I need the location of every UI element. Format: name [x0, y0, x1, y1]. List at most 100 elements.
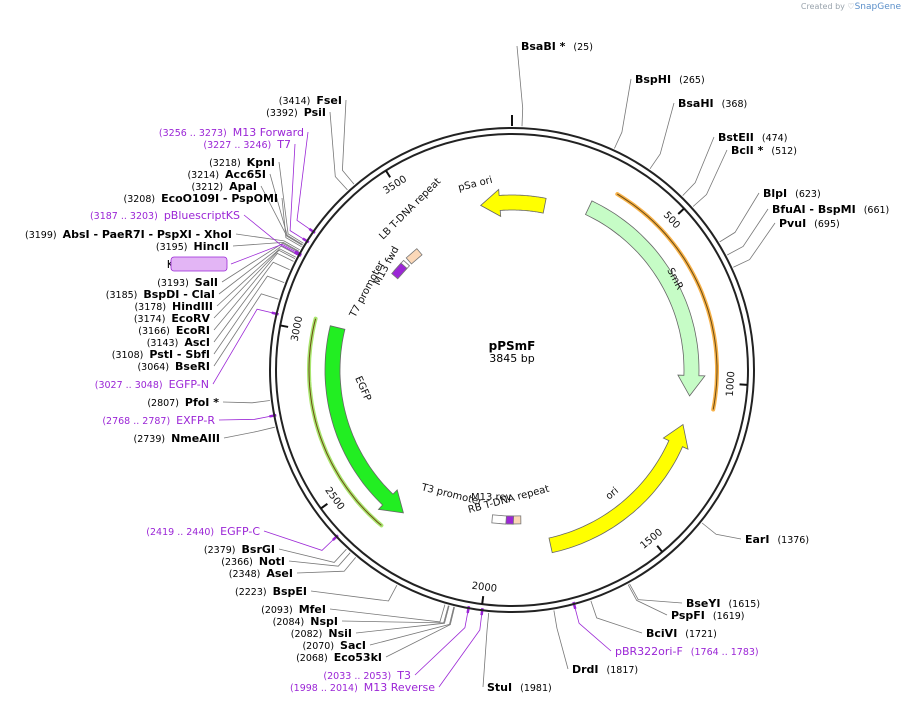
primer-site-t7[interactable]: (3227 .. 3246)T7 — [203, 138, 291, 151]
enzyme-site-ecoo109i[interactable]: (3208)EcoO109I - PspOMI — [124, 192, 279, 205]
site-name: pBluescriptKS — [164, 209, 240, 222]
enzyme-site-bspdi[interactable]: (3185)BspDI - ClaI — [106, 288, 215, 301]
leader-line-egfp-n — [212, 308, 275, 385]
leader-line-bcivi — [590, 600, 643, 634]
enzyme-site-apai[interactable]: (3212)ApaI — [192, 180, 258, 193]
enzyme-site-mfei[interactable]: (2093)MfeI — [261, 603, 326, 616]
enzyme-site-bsahi[interactable]: BsaHI(368) — [678, 97, 747, 110]
enzyme-site-acc65i[interactable]: (3214)Acc65I — [187, 168, 266, 181]
enzyme-site-bseri[interactable]: (3064)BseRI — [137, 360, 210, 373]
site-name: SacI — [340, 639, 366, 652]
enzyme-site-bfuai[interactable]: BfuAI - BspMI(661) — [772, 203, 889, 216]
primer-site-m13-reverse[interactable]: (1998 .. 2014)M13 Reverse — [290, 681, 435, 694]
enzyme-site-blpi[interactable]: BlpI(623) — [763, 187, 821, 200]
site-name: BlpI — [763, 187, 787, 200]
site-position: (3195) — [156, 242, 188, 253]
feature-box-m13-fwd[interactable] — [391, 262, 408, 280]
enzyme-site-psti[interactable]: (3108)PstI - SbfI — [112, 348, 210, 361]
enzyme-site-bspei[interactable]: (2223)BspEI — [235, 585, 307, 598]
leader-line-acc65i — [269, 173, 303, 245]
enzyme-site-bcivi[interactable]: BciVI(1721) — [646, 627, 717, 640]
enzyme-site-absi[interactable]: (3199)AbsI - PaeR7I - PspXI - XhoI — [25, 228, 232, 241]
site-position: (2419 .. 2440) — [146, 527, 214, 538]
enzyme-site-bseyi[interactable]: BseYI(1615) — [686, 597, 760, 610]
enzyme-label-ecori: (3166)EcoRI — [138, 324, 210, 337]
enzyme-site-bsphi[interactable]: BspHI(265) — [635, 73, 705, 86]
feature-arrow-smr[interactable] — [584, 200, 706, 397]
leader-line-stui — [482, 612, 490, 688]
enzyme-site-nspi[interactable]: (2084)NspI — [273, 615, 338, 628]
feature-box-t3-promoter[interactable] — [491, 514, 507, 525]
enzyme-label-bsteii: BstEII(474) — [718, 131, 787, 144]
enzyme-site-nsii[interactable]: (2082)NsiI — [291, 627, 352, 640]
enzyme-site-hincii[interactable]: (3195)HincII — [156, 240, 229, 253]
enzyme-label-bsahi: BsaHI(368) — [678, 97, 747, 110]
enzyme-site-psii[interactable]: (3392)PsiI — [266, 106, 326, 119]
site-name: M13 Reverse — [364, 681, 435, 694]
enzyme-site-ecori[interactable]: (3166)EcoRI — [138, 324, 210, 337]
site-position: (3108) — [112, 350, 144, 361]
enzyme-site-bsteii[interactable]: BstEII(474) — [718, 131, 787, 144]
backbone-outer-strand — [269, 127, 755, 613]
enzyme-label-saci: (2070) SacI — [302, 639, 366, 652]
site-name: EGFP-C — [220, 525, 260, 538]
site-name: MfeI — [299, 603, 326, 616]
enzyme-site-asei[interactable]: (2348)AseI — [229, 567, 293, 580]
site-position: (1764 .. 1783) — [691, 647, 759, 658]
primer-site-t3[interactable]: (2033 .. 2053)T3 — [323, 669, 411, 682]
site-name: BsrGI — [242, 543, 275, 556]
enzyme-label-bseyi: BseYI(1615) — [686, 597, 760, 610]
primer-site-egfp-c[interactable]: (2419 .. 2440) EGFP-C — [146, 525, 260, 538]
feature-label-t3-promoter: T3 promoter — [419, 482, 484, 508]
feature-box-lb-t-dna-repeat[interactable] — [405, 248, 423, 265]
enzyme-site-sali[interactable]: (3193)SalI — [157, 276, 218, 289]
enzyme-site-eari[interactable]: EarI(1376) — [745, 533, 809, 546]
backbone-ring — [269, 127, 755, 613]
enzyme-site-bcli[interactable]: BclI *(512) — [731, 144, 797, 157]
enzyme-site-bsabi[interactable]: BsaBI *(25) — [521, 40, 593, 53]
enzyme-site-kpni[interactable]: (3218)KpnI — [209, 156, 275, 169]
site-position: (368) — [722, 99, 748, 110]
tick-mark-2500 — [320, 502, 328, 510]
enzyme-site-eco53ki[interactable]: (2068)Eco53kI — [296, 651, 382, 664]
primer-site-ks-primer[interactable]: KS primer — [167, 256, 228, 272]
leader-line-t3 — [414, 609, 469, 676]
enzyme-site-asci[interactable]: (3143)AscI — [147, 336, 210, 349]
enzyme-site-pvui[interactable]: PvuI(695) — [779, 217, 840, 230]
feature-label-egfp: EGFP — [352, 375, 373, 403]
tick-mark-1000 — [739, 383, 748, 386]
site-position: (2739) — [133, 434, 165, 445]
enzyme-site-saci[interactable]: (2070) SacI — [302, 639, 366, 652]
leader-line-bspdi — [218, 245, 298, 295]
enzyme-site-nmeaiii[interactable]: (2739)NmeAIII — [133, 432, 220, 445]
feature-arrow-egfp[interactable] — [324, 325, 404, 514]
leader-line-blpi — [719, 192, 760, 243]
site-name: BseRI — [175, 360, 210, 373]
enzyme-label-psii: (3392)PsiI — [266, 106, 326, 119]
feature-arrow-psa-ori[interactable] — [480, 188, 547, 218]
enzyme-site-noti[interactable]: (2366)NotI — [221, 555, 285, 568]
primer-label-egfp-c: (2419 .. 2440) EGFP-C — [146, 525, 260, 538]
enzyme-site-fsei[interactable]: (3414)FseI — [279, 94, 342, 107]
enzyme-site-hindiii[interactable]: (3178)HindIII — [134, 300, 213, 313]
enzyme-site-bsrgi[interactable]: (2379)BsrGI — [204, 543, 275, 556]
enzyme-site-pspfi[interactable]: PspFI(1619) — [671, 609, 745, 622]
enzyme-site-pfoi[interactable]: (2807)PfoI * — [147, 396, 219, 409]
leader-line-bfuai — [727, 208, 769, 256]
site-name: T3 — [396, 669, 411, 682]
site-position: (2070) — [302, 641, 334, 652]
feature-arrow-ori[interactable] — [548, 423, 689, 554]
primer-site-pbr322ori-f[interactable]: pBR322ori-F(1764 .. 1783) — [615, 645, 759, 658]
leader-line-egfp-c — [263, 530, 336, 551]
enzyme-site-ecorv[interactable]: (3174)EcoRV — [134, 312, 211, 325]
enzyme-site-drdi[interactable]: DrdI(1817) — [572, 663, 638, 676]
feature-label-psa-ori: pSa ori — [457, 175, 494, 194]
primer-site-pbluescriptks[interactable]: (3187 .. 3203)pBluescriptKS — [90, 209, 240, 222]
primer-site-exfp-r[interactable]: (2768 .. 2787)EXFP-R — [102, 414, 215, 427]
enzyme-site-stui[interactable]: StuI(1981) — [487, 681, 552, 694]
primer-site-m13-forward[interactable]: (3256 .. 3273)M13 Forward — [159, 126, 304, 139]
site-name: M13 Forward — [233, 126, 304, 139]
tick-mark-3000 — [280, 324, 289, 328]
primer-site-egfp-n[interactable]: (3027 .. 3048)EGFP-N — [95, 378, 209, 391]
leader-line-m13-forward — [296, 131, 313, 231]
